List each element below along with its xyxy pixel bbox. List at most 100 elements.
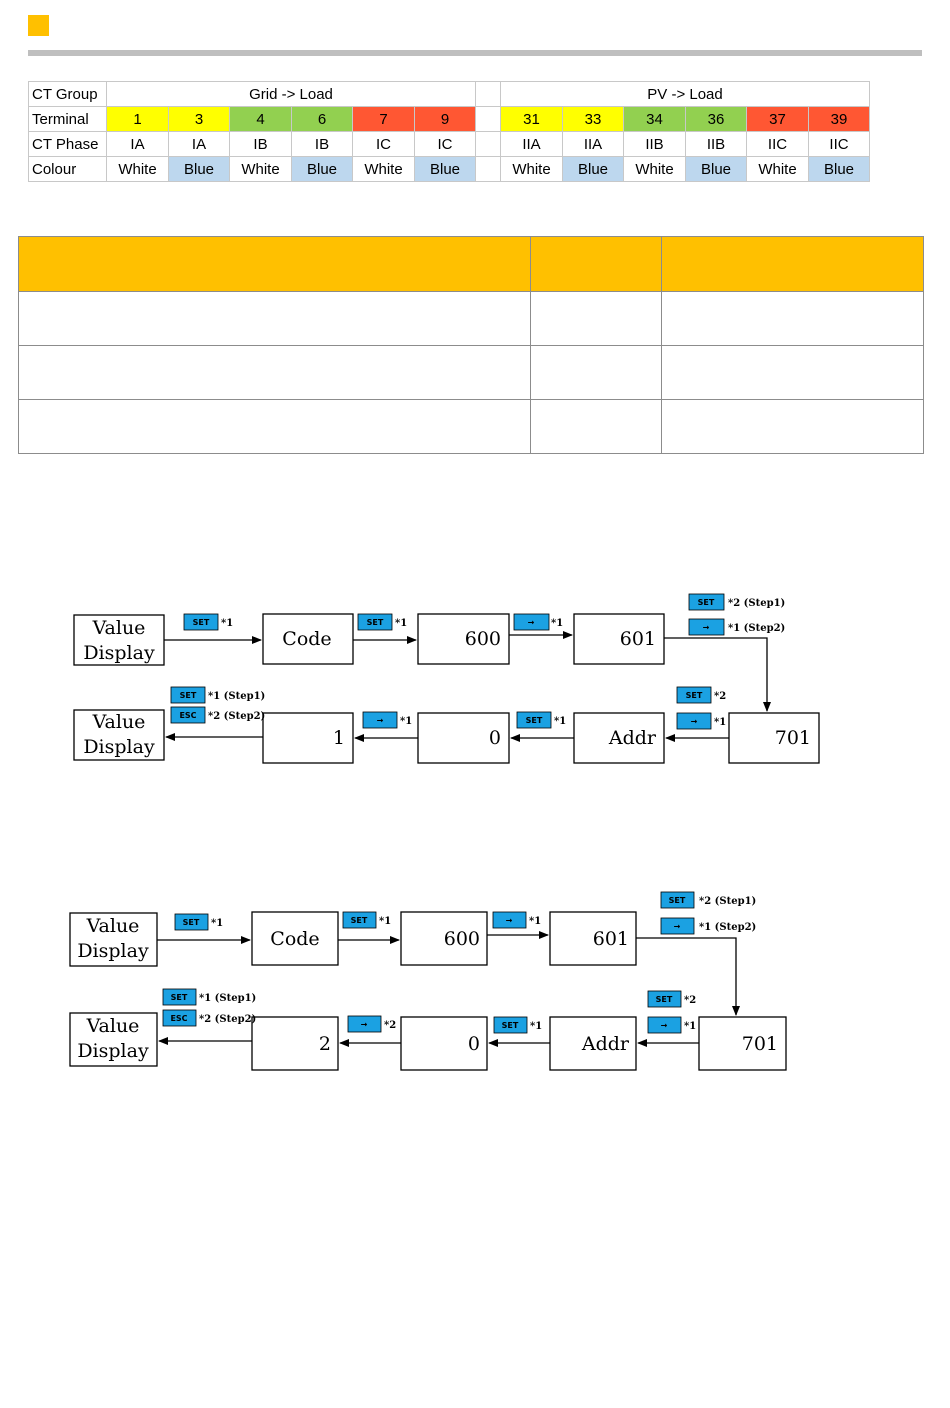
flow-arrow <box>664 637 771 712</box>
svg-text:*2: *2 <box>384 1020 396 1031</box>
phase-cell: IIB <box>623 131 686 157</box>
svg-text:*1: *1 <box>714 717 726 728</box>
box-600: 600 <box>400 911 488 966</box>
set-key-icon: SET <box>688 593 725 611</box>
arrow-key-icon: → <box>492 911 527 929</box>
box-addr: Addr <box>549 1016 637 1071</box>
row-label: CT Phase <box>28 131 107 157</box>
svg-text:0: 0 <box>489 727 501 749</box>
terminal-cell: 33 <box>562 106 624 132</box>
svg-text:*1: *1 <box>529 916 541 927</box>
svg-text:Addr: Addr <box>581 1033 630 1055</box>
esc-key-icon: ESC <box>170 706 206 724</box>
svg-text:→: → <box>506 916 513 925</box>
set-key-icon: SET <box>647 990 682 1008</box>
svg-text:*1 (Step1): *1 (Step1) <box>208 691 265 702</box>
set-key-icon: SET <box>493 1016 528 1034</box>
svg-text:*1: *1 <box>530 1021 542 1032</box>
arrow-key-icon: → <box>647 1016 682 1034</box>
svg-text:1: 1 <box>333 727 345 749</box>
svg-text:*1: *1 <box>551 618 563 629</box>
terminal-cell: 39 <box>808 106 870 132</box>
svg-text:*1: *1 <box>400 716 412 727</box>
svg-text:SET: SET <box>698 598 715 607</box>
svg-text:SET: SET <box>351 916 368 925</box>
colour-cell: White <box>106 156 169 182</box>
svg-text:*1 (Step2): *1 (Step2) <box>728 623 785 634</box>
row-label: Terminal <box>28 106 107 132</box>
svg-text:*1: *1 <box>395 618 407 629</box>
set-key-icon: SET <box>174 913 209 931</box>
ct-group-row: CT Group Grid -> Load PV -> Load <box>28 81 870 107</box>
box-0: 0 <box>417 712 510 764</box>
arrow-key-icon: → <box>362 711 398 729</box>
svg-text:→: → <box>703 623 710 632</box>
svg-text:Code: Code <box>270 928 319 950</box>
parameter-table-header <box>18 236 924 292</box>
svg-text:701: 701 <box>775 727 811 749</box>
svg-text:*1: *1 <box>379 916 391 927</box>
flow-arrow <box>636 937 740 1016</box>
gap-cell <box>475 106 501 132</box>
phase-cell: IIA <box>500 131 563 157</box>
svg-text:SET: SET <box>367 618 384 627</box>
svg-text:*1: *1 <box>221 618 233 629</box>
terminal-cell: 36 <box>685 106 747 132</box>
group-pv-load: PV -> Load <box>500 81 870 107</box>
colour-cell: Blue <box>808 156 870 182</box>
box-701: 701 <box>728 712 820 764</box>
svg-text:601: 601 <box>620 628 656 650</box>
svg-text:SET: SET <box>526 716 543 725</box>
svg-text:SET: SET <box>180 691 197 700</box>
colour-row: Colour White Blue White Blue White Blue … <box>28 156 870 182</box>
colour-cell: White <box>746 156 809 182</box>
colour-cell: Blue <box>414 156 476 182</box>
terminal-cell: 37 <box>746 106 809 132</box>
set-key-icon: SET <box>162 988 197 1006</box>
colour-cell: White <box>352 156 415 182</box>
svg-text:→: → <box>377 716 384 725</box>
arrow-key-icon: → <box>660 917 695 935</box>
svg-text:→: → <box>674 922 681 931</box>
svg-text:701: 701 <box>742 1033 778 1055</box>
table-row <box>18 291 924 346</box>
svg-text:SET: SET <box>669 896 686 905</box>
gap-cell <box>475 81 501 107</box>
table-row <box>18 345 924 400</box>
phase-cell: IIB <box>685 131 747 157</box>
header-cell <box>530 236 662 292</box>
header-rule <box>28 50 922 56</box>
terminal-cell: 9 <box>414 106 476 132</box>
svg-text:*2 (Step1): *2 (Step1) <box>728 598 785 609</box>
row-label: Colour <box>28 156 107 182</box>
terminal-cell: 7 <box>352 106 415 132</box>
svg-text:Addr: Addr <box>608 727 657 749</box>
phase-cell: IIC <box>808 131 870 157</box>
terminal-cell: 3 <box>168 106 230 132</box>
box-code: Code <box>251 911 339 966</box>
svg-text:600: 600 <box>444 928 480 950</box>
colour-cell: Blue <box>562 156 624 182</box>
colour-cell: White <box>623 156 686 182</box>
box-600: 600 <box>417 613 510 665</box>
set-key-icon: SET <box>170 686 206 704</box>
svg-text:SET: SET <box>193 618 210 627</box>
ct-wiring-table: CT Group Grid -> Load PV -> Load Termina… <box>28 81 870 182</box>
colour-cell: White <box>229 156 292 182</box>
colour-cell: Blue <box>685 156 747 182</box>
svg-text:*1: *1 <box>554 716 566 727</box>
row-label: CT Group <box>28 81 107 107</box>
box-701: 701 <box>698 1016 787 1071</box>
phase-cell: IA <box>106 131 169 157</box>
svg-text:SET: SET <box>171 993 188 1002</box>
svg-text:2: 2 <box>319 1033 331 1055</box>
phase-row: CT Phase IA IA IB IB IC IC IIA IIA IIB I… <box>28 131 870 157</box>
colour-cell: White <box>500 156 563 182</box>
svg-text:601: 601 <box>593 928 629 950</box>
